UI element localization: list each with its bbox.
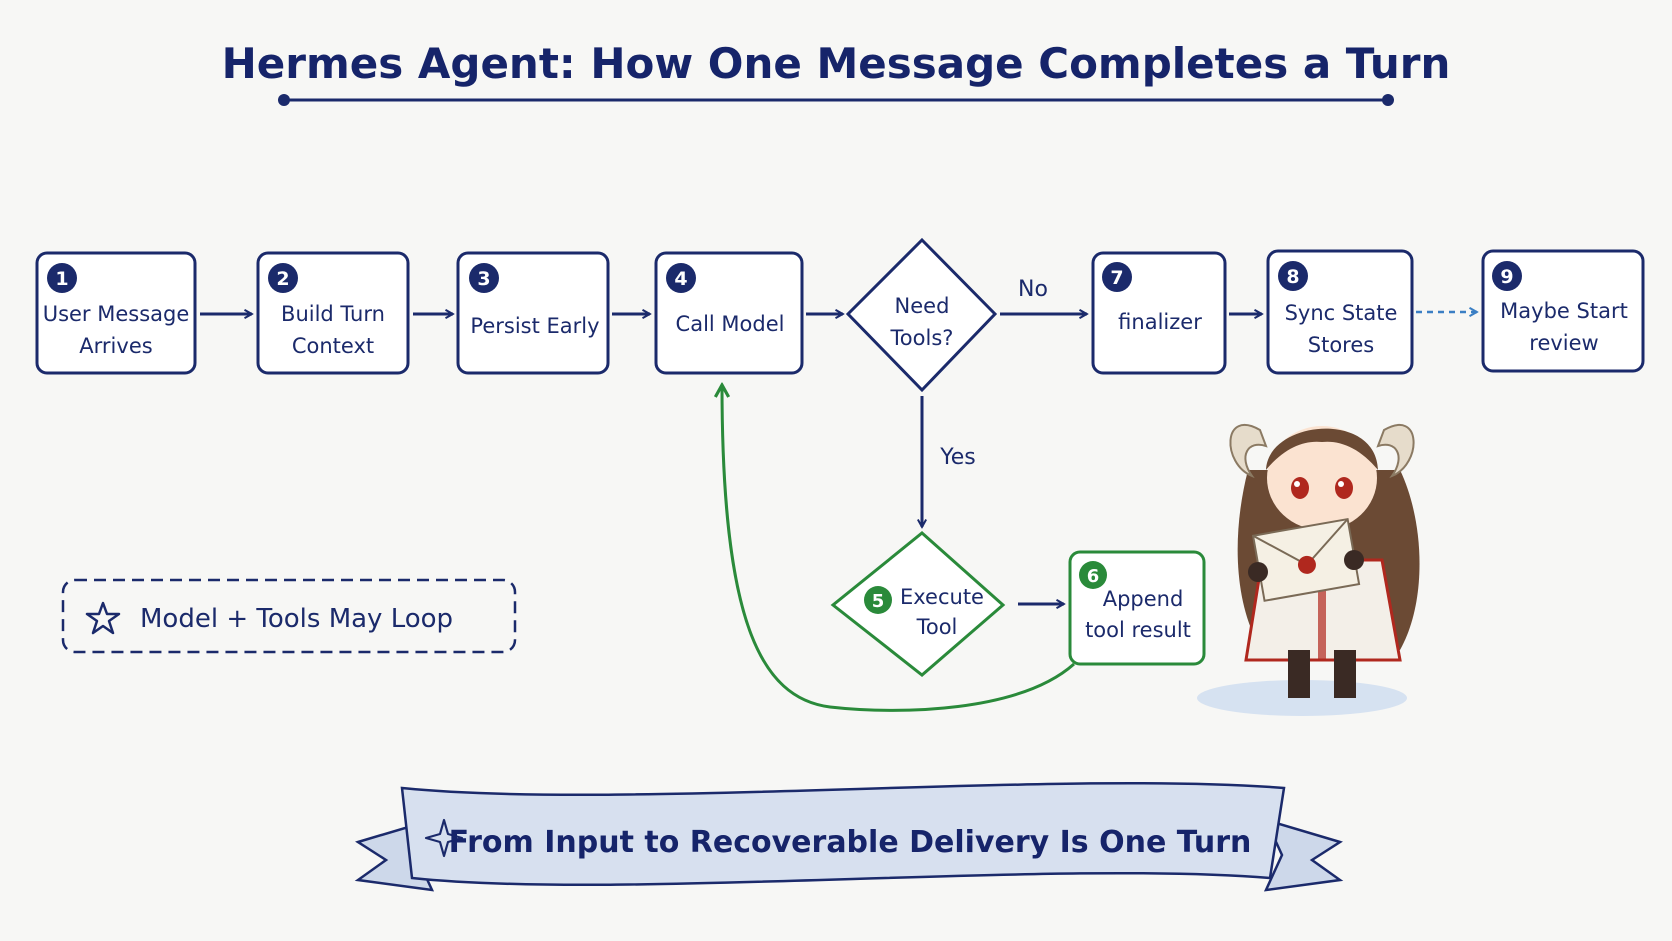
page-title: Hermes Agent: How One Message Completes …	[222, 39, 1451, 88]
step-number-badge	[1079, 561, 1107, 589]
step-number-badge	[268, 263, 298, 293]
arrow-loop-back-to-call-model	[722, 385, 1075, 712]
step-call-model: 4 Call Model	[654, 251, 804, 375]
banner-text: From Input to Recoverable Delivery Is On…	[449, 825, 1252, 860]
edge-label-no: No	[1018, 277, 1048, 302]
step-number-badge	[864, 586, 892, 614]
step-label: Sync State	[1285, 301, 1398, 325]
step-execute-tool: 5 Execute Tool	[830, 531, 1006, 677]
step-label: Persist Early	[470, 314, 599, 338]
step-number: 6	[1087, 566, 1100, 587]
step-persist-early: 3 Persist Early	[456, 251, 610, 375]
bottom-banner: From Input to Recoverable Delivery Is On…	[354, 781, 1344, 892]
step-label: Stores	[1308, 333, 1374, 357]
step-label: Arrives	[79, 334, 152, 358]
step-label: Maybe Start	[1500, 299, 1628, 323]
step-label: finalizer	[1118, 310, 1202, 334]
step-label: Execute	[900, 585, 984, 609]
step-number: 4	[674, 268, 687, 290]
step-build-turn-context: 2 Build Turn Context	[256, 251, 410, 375]
step-number: 1	[55, 268, 68, 290]
step-number-badge	[469, 263, 499, 293]
horned-girl-with-envelope-icon	[1197, 423, 1420, 716]
edge-label-yes: Yes	[939, 445, 976, 470]
title-underline	[278, 94, 1394, 106]
step-label: Context	[292, 334, 374, 358]
step-user-message-arrives: 1 User Message Arrives	[35, 251, 197, 375]
decision-need-tools: Need Tools?	[845, 237, 998, 393]
step-label: Append	[1103, 587, 1184, 611]
step-number: 3	[477, 268, 490, 290]
step-number-badge	[47, 263, 77, 293]
step-label: review	[1529, 331, 1598, 355]
step-label: Tool	[916, 615, 958, 639]
step-number-badge	[666, 263, 696, 293]
step-number: 8	[1286, 266, 1299, 288]
sparkle-icon	[424, 818, 464, 858]
step-append-tool-result: 6 Append tool result	[1068, 550, 1206, 666]
step-number: 7	[1110, 267, 1123, 289]
legend-text: Model + Tools May Loop	[140, 604, 453, 634]
step-label: User Message	[43, 302, 190, 326]
decision-label: Tools?	[890, 326, 954, 350]
step-number-badge	[1278, 261, 1308, 291]
step-sync-state-stores: 8 Sync State Stores	[1266, 249, 1414, 375]
step-number-badge	[1102, 262, 1132, 292]
step-label: tool result	[1085, 618, 1191, 642]
step-label: Build Turn	[281, 302, 385, 326]
star-icon	[85, 601, 121, 635]
step-number-badge	[1492, 261, 1522, 291]
step-number: 5	[872, 591, 885, 612]
step-number: 9	[1500, 266, 1513, 288]
step-number: 2	[276, 268, 289, 290]
decision-label: Need	[895, 294, 950, 318]
legend-loop-note: Model + Tools May Loop	[61, 578, 517, 654]
step-finalizer: 7 finalizer	[1091, 251, 1227, 375]
step-maybe-start-review: 9 Maybe Start review	[1481, 249, 1645, 373]
step-label: Call Model	[676, 312, 785, 336]
